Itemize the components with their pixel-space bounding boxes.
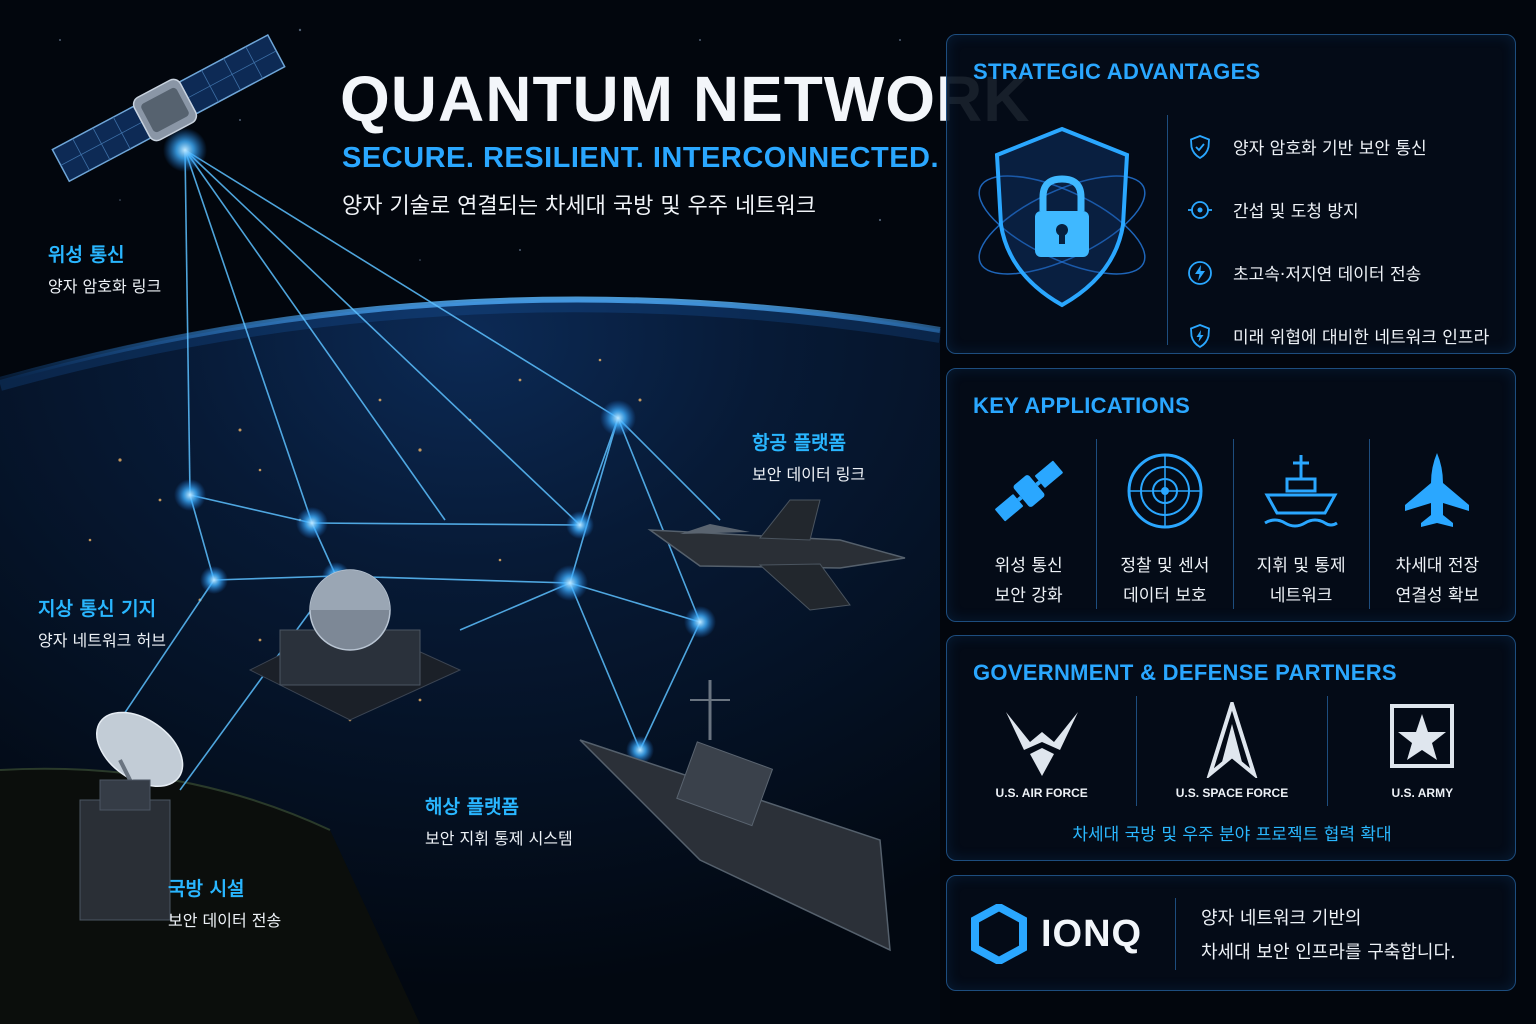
list-item-text: 양자 암호화 기반 보안 통신 xyxy=(1233,139,1427,159)
radar-icon xyxy=(1127,453,1203,529)
list-item: 초고속·저지연 데이터 전송 xyxy=(1187,241,1507,304)
list-item-text: 초고속·저지연 데이터 전송 xyxy=(1233,265,1422,285)
panel-title: KEY APPLICATIONS xyxy=(973,393,1191,418)
map-label-desc: 양자 암호화 링크 xyxy=(48,277,162,296)
application-line2: 보안 강화 xyxy=(994,586,1063,606)
partners-panel: GOVERNMENT & DEFENSE PARTNERS U.S. AIR F… xyxy=(946,635,1516,861)
partners-list: U.S. AIR FORCE U.S. SPACE FORCE U.S. ARM… xyxy=(947,696,1517,806)
panel-divider xyxy=(1167,115,1168,345)
partner-name: U.S. AIR FORCE xyxy=(995,786,1088,800)
jet-icon xyxy=(1405,453,1470,527)
application-item: 차세대 전장 연결성 확보 xyxy=(1368,439,1505,609)
ionq-statement: 양자 네트워크 기반의 차세대 보안 인프라를 구축합니다. xyxy=(1201,902,1456,970)
page-title: QUANTUM NETWORK xyxy=(340,63,1031,135)
panel-divider xyxy=(1175,898,1176,970)
map-label-title: 지상 통신 기지 xyxy=(38,598,157,620)
map-label-ground: 지상 통신 기지 양자 네트워크 허브 xyxy=(38,594,166,651)
space-force-logo-icon xyxy=(1206,697,1258,780)
panel-title: STRATEGIC ADVANTAGES xyxy=(973,59,1261,84)
applications-list: 위성 통신 보안 강화 정찰 및 센서 데이터 보호 지휘 xyxy=(961,439,1505,609)
application-line2: 데이터 보호 xyxy=(1123,586,1207,606)
panel-title: GOVERNMENT & DEFENSE PARTNERS xyxy=(973,660,1397,685)
ionq-line1: 양자 네트워크 기반의 xyxy=(1201,908,1362,929)
strategic-advantages-panel: STRATEGIC ADVANTAGES 양자 암호화 기반 보안 통신 간섭 … xyxy=(946,34,1516,354)
map-label-title: 항공 플랫폼 xyxy=(752,432,847,454)
partner-name: U.S. SPACE FORCE xyxy=(1175,786,1289,800)
advantages-list: 양자 암호화 기반 보안 통신 간섭 및 도청 방지 초고속·저지연 데이터 전… xyxy=(1187,115,1507,367)
application-item: 정찰 및 센서 데이터 보호 xyxy=(1096,439,1232,609)
map-label-satellite: 위성 통신 양자 암호화 링크 xyxy=(48,240,161,297)
ship-icon xyxy=(1264,455,1338,528)
partner-item: U.S. ARMY xyxy=(1326,696,1517,806)
target-icon xyxy=(1188,200,1212,219)
map-label-desc: 보안 지휘 통제 시스템 xyxy=(425,829,573,848)
page-tagline: SECURE. RESILIENT. INTERCONNECTED. xyxy=(342,142,940,174)
map-label-air: 항공 플랫폼 보안 데이터 링크 xyxy=(752,428,865,485)
partner-item: U.S. AIR FORCE xyxy=(947,696,1136,806)
map-label-sea: 해상 플랫폼 보안 지휘 통제 시스템 xyxy=(425,792,573,849)
list-item: 미래 위협에 대비한 네트워크 인프라 xyxy=(1187,304,1507,367)
application-line1: 지휘 및 통제 xyxy=(1256,556,1346,576)
partner-name: U.S. ARMY xyxy=(1391,786,1454,800)
application-line1: 정찰 및 센서 xyxy=(1120,556,1210,576)
list-item-text: 미래 위협에 대비한 네트워크 인프라 xyxy=(1233,328,1490,348)
air-force-logo-icon xyxy=(1005,712,1078,776)
ionq-brand: IONQ xyxy=(1041,912,1143,955)
lock-shield-icon xyxy=(978,126,1146,308)
map-label-desc: 양자 네트워크 허브 xyxy=(38,631,166,650)
ionq-hexagon-icon xyxy=(971,904,1027,964)
key-applications-panel: KEY APPLICATIONS 위성 통신 보안 강화 xyxy=(946,368,1516,622)
ionq-panel: IONQ 양자 네트워크 기반의 차세대 보안 인프라를 구축합니다. xyxy=(946,875,1516,991)
satellite-icon xyxy=(994,460,1063,522)
page-subtitle: 양자 기술로 연결되는 차세대 국방 및 우주 네트워크 xyxy=(342,194,816,219)
application-line1: 위성 통신 xyxy=(994,556,1063,576)
list-item: 양자 암호화 기반 보안 통신 xyxy=(1187,115,1507,178)
map-label-title: 국방 시설 xyxy=(168,878,245,900)
shield-check-icon xyxy=(1190,134,1210,159)
map-label-defense: 국방 시설 보안 데이터 전송 xyxy=(168,874,281,931)
map-label-title: 위성 통신 xyxy=(48,244,125,266)
ionq-logo: IONQ xyxy=(971,904,1142,964)
application-line2: 연결성 확보 xyxy=(1395,586,1480,606)
list-item: 간섭 및 도청 방지 xyxy=(1187,178,1507,241)
map-label-desc: 보안 데이터 링크 xyxy=(752,465,866,484)
partners-note: 차세대 국방 및 우주 분야 프로젝트 협력 확대 xyxy=(1072,825,1392,845)
list-item-text: 간섭 및 도청 방지 xyxy=(1233,202,1359,222)
map-label-title: 해상 플랫폼 xyxy=(425,796,520,818)
application-item: 지휘 및 통제 네트워크 xyxy=(1232,439,1369,609)
lightning-icon xyxy=(1188,260,1212,285)
ionq-line2: 차세대 보안 인프라를 구축합니다. xyxy=(1201,942,1456,963)
map-label-desc: 보안 데이터 전송 xyxy=(168,911,282,930)
shield-lightning-icon xyxy=(1190,323,1210,348)
partner-item: U.S. SPACE FORCE xyxy=(1136,696,1326,806)
army-logo-icon xyxy=(1390,704,1455,768)
application-line1: 차세대 전장 xyxy=(1395,556,1480,576)
application-line2: 네트워크 xyxy=(1269,586,1333,606)
application-item: 위성 통신 보안 강화 xyxy=(961,439,1096,609)
